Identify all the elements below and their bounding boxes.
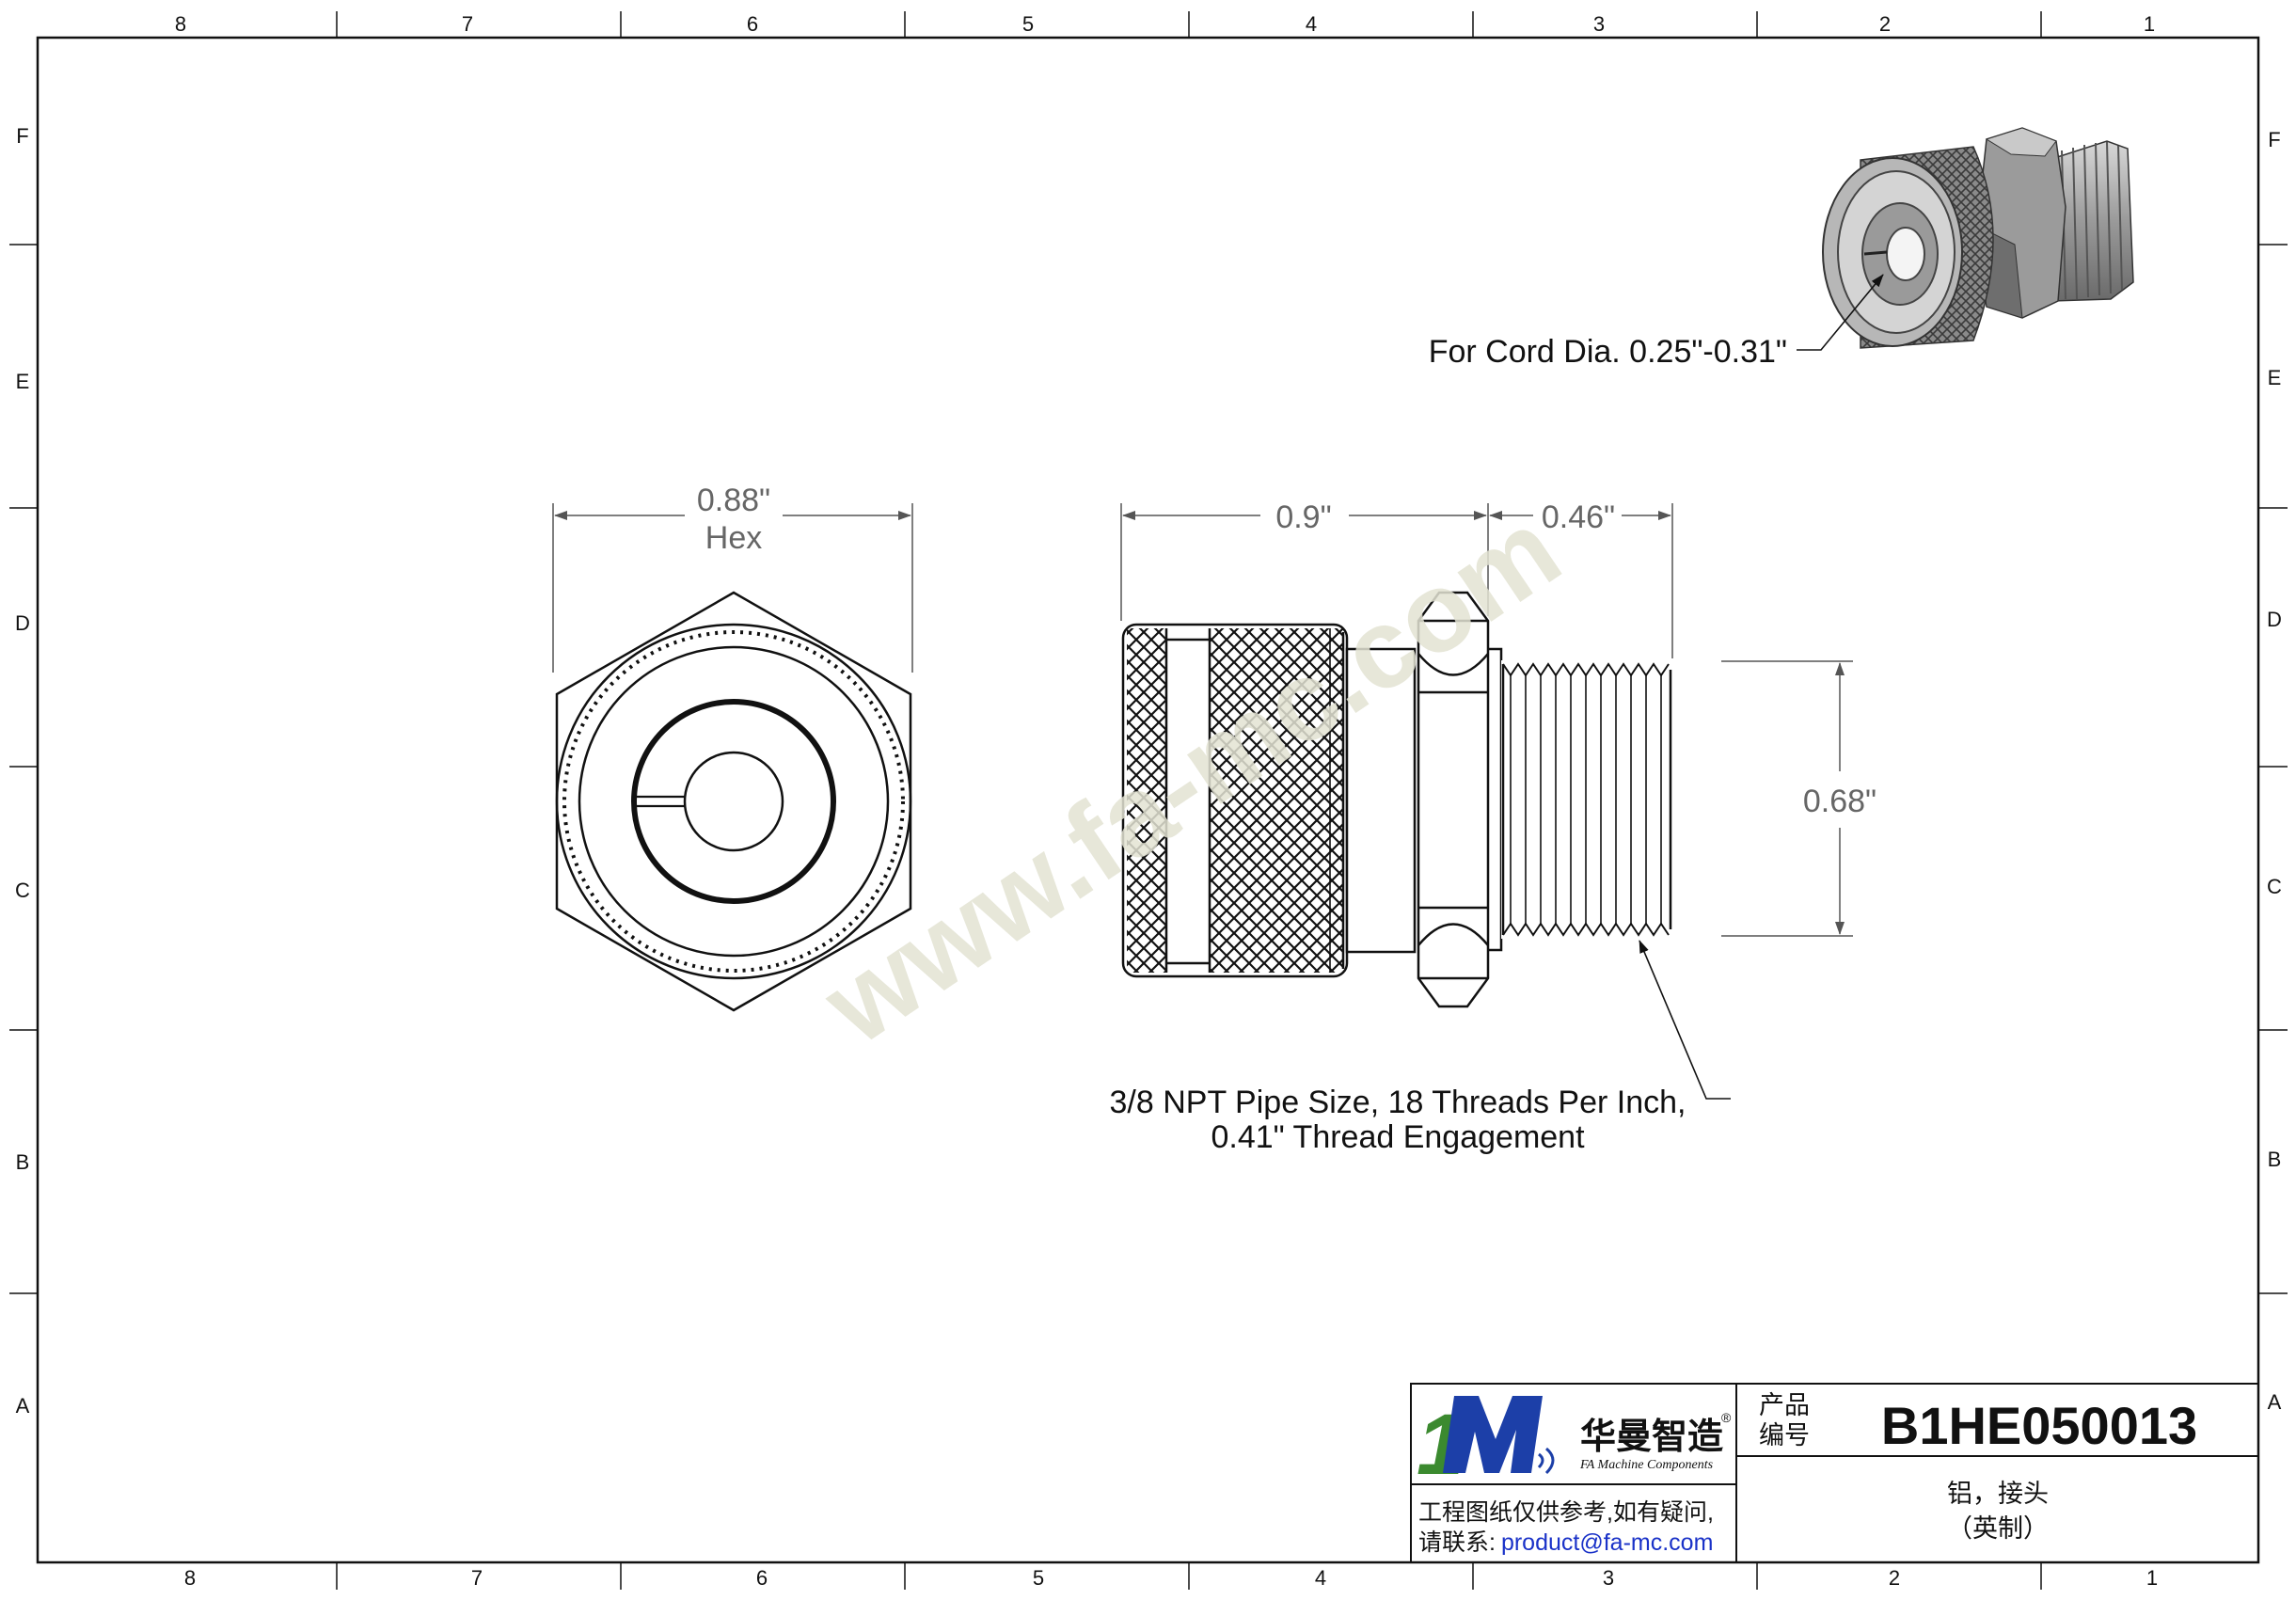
hex-dimension-value: 0.88" xyxy=(697,483,770,518)
zone-row-left-C: C xyxy=(15,879,30,902)
zone-col-top-4: 5 xyxy=(1022,12,1034,36)
zone-col-top-3: 6 xyxy=(747,12,758,36)
zone-col-top-1: 8 xyxy=(175,12,186,36)
thread-length-dimension: 0.46" xyxy=(1542,499,1615,535)
zone-col-bottom-7: 2 xyxy=(1889,1566,1900,1590)
thread-leader xyxy=(1639,940,1731,1100)
thread-diameter-dimension: 0.68" xyxy=(1803,784,1876,819)
cord-leader xyxy=(1797,274,1884,351)
neck xyxy=(1345,647,1417,954)
hex-outline xyxy=(555,591,912,1012)
zone-col-bottom-1: 8 xyxy=(184,1566,196,1590)
cord-hole xyxy=(683,751,784,852)
body-length-dimension: 0.9" xyxy=(1275,499,1331,535)
cord-note: For Cord Dia. 0.25"-0.31" xyxy=(1429,334,1787,370)
company-logo: 1 华曼智造 ® FA Machine Components xyxy=(1417,1396,1732,1493)
company-name-en: FA Machine Components xyxy=(1579,1458,1714,1472)
zone-col-top-5: 4 xyxy=(1306,12,1317,36)
thread-note-line-2: 0.41" Thread Engagement xyxy=(1211,1119,1585,1155)
company-name-cn: 华曼智造 xyxy=(1580,1418,1723,1457)
zone-row-left-D: D xyxy=(15,611,30,635)
zone-row-left-B: B xyxy=(16,1150,30,1174)
zone-col-bottom-8: 1 xyxy=(2146,1566,2158,1590)
zone-row-right-B: B xyxy=(2268,1148,2282,1171)
zone-col-top-2: 7 xyxy=(462,12,473,36)
thread-body xyxy=(1488,647,1503,952)
zone-row-left-A: A xyxy=(16,1394,30,1418)
contact-line: 请联系:product@fa-mc.com xyxy=(1418,1529,1713,1556)
thread-note-line-1: 3/8 NPT Pipe Size, 18 Threads Per Inch, xyxy=(1110,1085,1686,1120)
zone-col-top-6: 3 xyxy=(1593,12,1605,36)
hex-dimension xyxy=(552,503,913,673)
contact-email-link[interactable]: product@fa-mc.com xyxy=(1501,1529,1713,1556)
zone-row-left-E: E xyxy=(16,370,30,393)
product-number: B1HE050013 xyxy=(1881,1396,2197,1455)
cap-ring xyxy=(578,645,890,958)
collet-outer xyxy=(631,699,836,904)
zone-row-right-D: D xyxy=(2267,608,2282,631)
zone-row-left-F: F xyxy=(16,124,28,148)
description-line-2: （英制） xyxy=(1947,1514,2049,1543)
knurl-outer-ring xyxy=(555,623,912,980)
disclaimer-line-1: 工程图纸仅供参考,如有疑问, xyxy=(1418,1499,1714,1526)
hex-end-view xyxy=(555,591,912,1012)
length-dimensions xyxy=(1120,503,1853,937)
zone-col-bottom-3: 6 xyxy=(756,1566,768,1590)
zone-col-bottom-6: 3 xyxy=(1603,1566,1614,1590)
product-no-label-1: 产品 xyxy=(1759,1391,1810,1419)
product-no-label-2: 编号 xyxy=(1759,1421,1810,1450)
contact-label: 请联系: xyxy=(1418,1529,1496,1556)
title-block xyxy=(1410,1383,2259,1563)
isometric-view xyxy=(1822,127,2134,349)
zone-col-bottom-5: 4 xyxy=(1315,1566,1326,1590)
logo-m-icon xyxy=(1443,1396,1543,1473)
sheet-border xyxy=(36,36,2260,1564)
zone-col-bottom-2: 7 xyxy=(471,1566,483,1590)
zone-col-top-7: 2 xyxy=(1879,12,1891,36)
zone-col-bottom-4: 5 xyxy=(1033,1566,1044,1590)
knurl-band-left xyxy=(1127,628,1166,973)
zone-col-top-8: 1 xyxy=(2144,12,2155,36)
knurl-dash-ring xyxy=(562,630,905,973)
zone-ticks xyxy=(9,11,2288,1590)
hex-dimension-label: Hex xyxy=(705,520,762,556)
description-line-1: 铝，接头 xyxy=(1947,1480,2049,1508)
knurl-band-right xyxy=(1210,628,1343,973)
registered-mark: ® xyxy=(1721,1410,1732,1425)
hex-nut-side xyxy=(1417,591,1490,1008)
zone-row-right-C: C xyxy=(2267,875,2282,898)
zone-row-right-E: E xyxy=(2268,366,2282,389)
zone-row-right-A: A xyxy=(2268,1390,2282,1414)
zone-row-right-F: F xyxy=(2268,128,2280,151)
side-view xyxy=(1121,591,1672,1008)
